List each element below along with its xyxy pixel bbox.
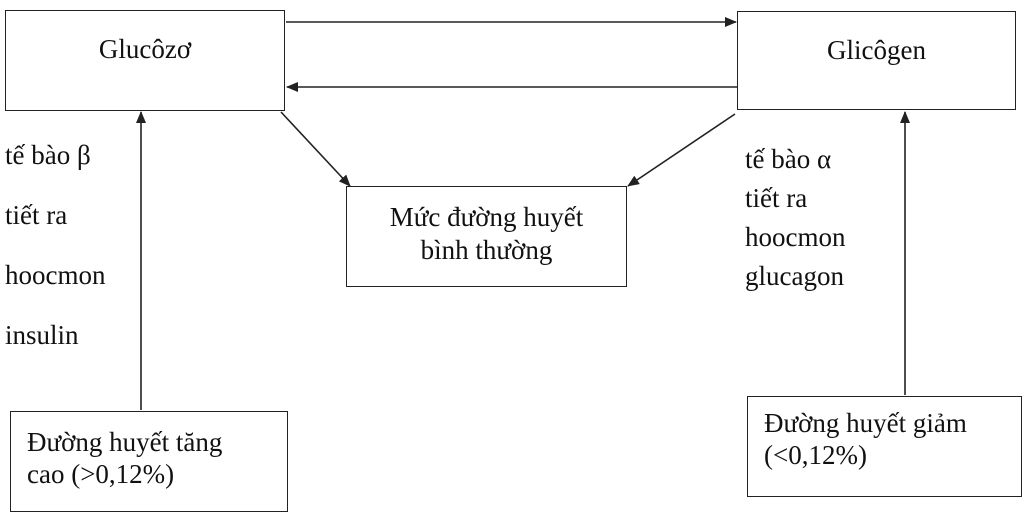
alpha-label-line-2: tiết ra [745,183,808,213]
alpha-label-line-4: glucagon [745,261,844,291]
high-blood-sugar-line-1: Đường huyết tăng [27,427,223,457]
normal-blood-sugar-node: Mức đường huyết bình thường [346,186,627,287]
alpha-cells-glucagon-label: tế bào α tiết ra hoocmon glucagon [745,140,846,296]
glycogen-label: Glicôgen [827,35,926,65]
glycogen-node: Glicôgen [737,11,1016,110]
arrow-glycogen-to-normal [627,113,736,187]
beta-label-line-3: hoocmon [5,260,106,290]
alpha-label-line-3: hoocmon [745,222,846,252]
low-blood-sugar-line-1: Đường huyết giảm [764,408,967,438]
beta-label-line-1: tế bào β [5,140,91,170]
alpha-label-line-1: tế bào α [745,144,832,174]
low-blood-sugar-node: Đường huyết giảm (<0,12%) [747,396,1022,497]
beta-label-line-4: insulin [5,320,79,350]
high-blood-sugar-line-2: cao (>0,12%) [27,459,175,490]
arrow-glucose-to-normal [280,111,351,187]
normal-blood-sugar-text: Mức đường huyết bình thường [390,201,584,266]
normal-blood-sugar-line-1: Mức đường huyết [389,202,584,233]
beta-cells-insulin-label: tế bào β tiết ra hoocmon insulin [5,125,106,365]
high-blood-sugar-node: Đường huyết tăng cao (>0,12%) [10,411,288,512]
normal-blood-sugar-line-2: bình thường [420,234,553,265]
glucose-label: Glucôzơ [98,34,192,64]
low-blood-sugar-line-2: (<0,12%) [764,440,867,471]
glucose-node: Glucôzơ [5,10,285,111]
beta-label-line-2: tiết ra [5,200,68,230]
